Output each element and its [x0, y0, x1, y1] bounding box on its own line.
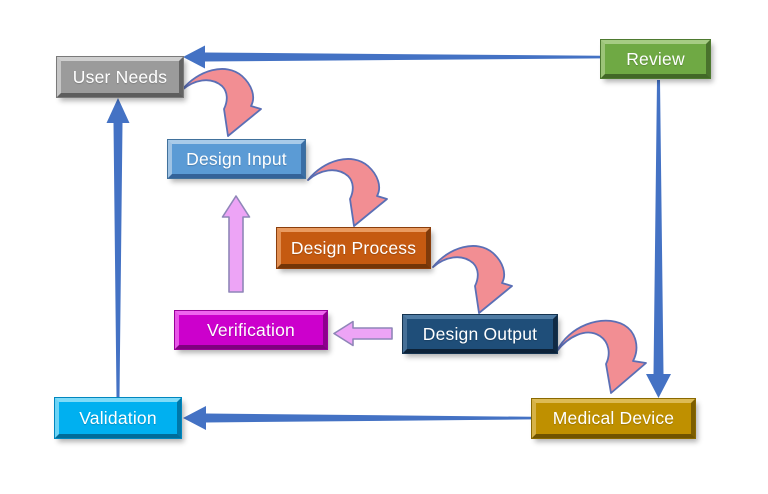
arrow-verification-to-design-input	[221, 195, 251, 293]
node-design-output-label: Design Output	[422, 323, 538, 344]
node-medical-device: Medical Device	[532, 399, 695, 438]
arrow-review-to-medical-device	[646, 80, 671, 398]
node-validation-label: Validation	[79, 407, 157, 428]
node-medical-device-label: Medical Device	[552, 408, 675, 428]
arrow-design-process-to-design-output	[432, 245, 513, 314]
node-user-needs: User Needs	[57, 57, 183, 97]
node-design-input-label: Design Input	[186, 148, 287, 169]
node-verification: Verification	[175, 311, 327, 349]
arrow-design-output-to-medical-device	[556, 319, 647, 394]
node-validation: Validation	[55, 398, 181, 438]
node-verification-label: Verification	[206, 319, 295, 340]
arrow-design-output-to-verification	[333, 320, 393, 347]
node-design-output: Design Output	[403, 315, 557, 353]
node-user-needs-label: User Needs	[72, 66, 168, 87]
node-design-process: Design Process	[277, 228, 430, 268]
arrow-medical-device-to-validation	[183, 406, 532, 430]
arrow-user-needs-to-design-input	[181, 68, 262, 137]
node-design-process-label: Design Process	[290, 237, 417, 258]
arrow-validation-to-user-needs	[106, 98, 130, 397]
arrow-review-to-user-needs	[183, 45, 601, 69]
node-review: Review	[601, 40, 710, 78]
node-design-input: Design Input	[168, 140, 305, 178]
node-review-label: Review	[626, 48, 685, 69]
arrow-design-input-to-design-process	[307, 158, 388, 227]
